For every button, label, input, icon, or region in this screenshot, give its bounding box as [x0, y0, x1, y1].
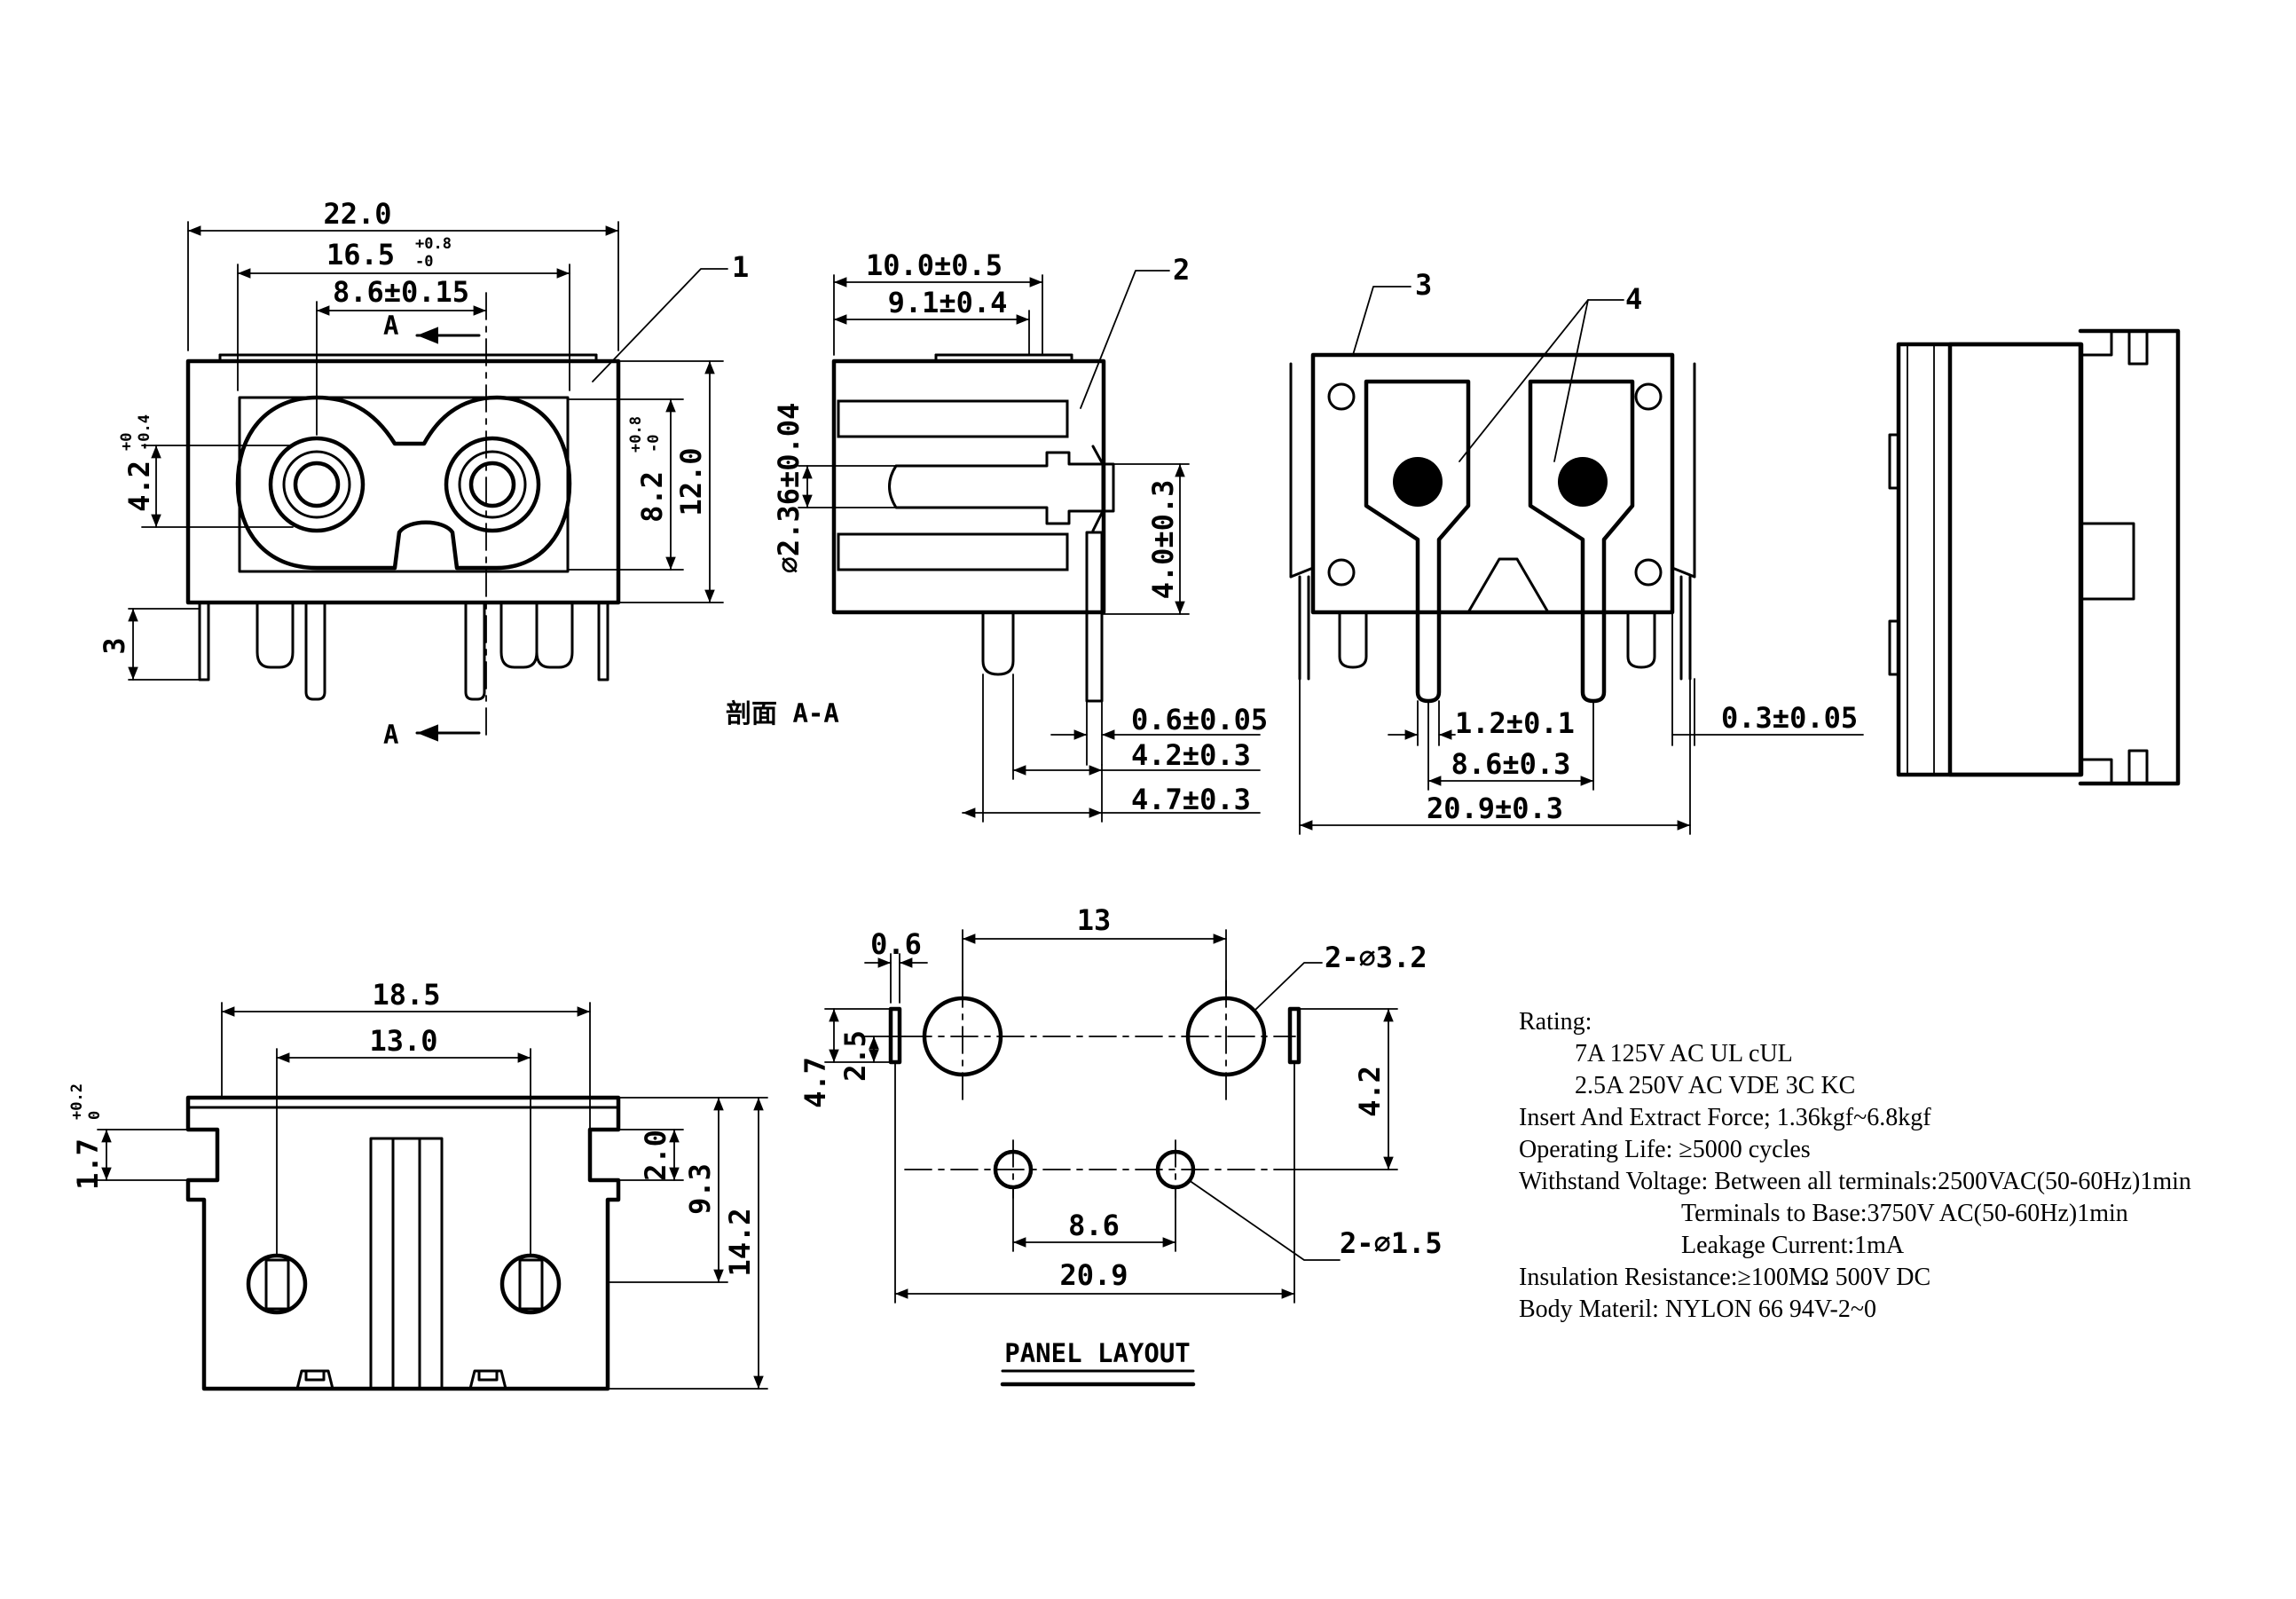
spec-line-9: Body Materil: NYLON 66 94V-2~0: [1519, 1296, 1876, 1323]
spec-line-4: Operating Life: ≥5000 cycles: [1519, 1136, 1811, 1163]
panel-hole-pitch-top: 13: [1077, 903, 1112, 937]
spec-line-3: Insert And Extract Force; 1.36kgf~6.8kgf: [1519, 1104, 1931, 1131]
bottom-inner-width: 13.0: [369, 1024, 437, 1058]
panel-layout-title: PANEL LAYOUT: [1004, 1338, 1191, 1368]
panel-small-holes: 2-∅1.5: [1340, 1226, 1443, 1260]
front-section-marker-top: A: [383, 311, 398, 341]
front-pin-span-tol-minus: -0: [415, 253, 433, 271]
section-pin-diameter: ∅2.36±0.04: [772, 403, 806, 574]
bottom-outer-width: 18.5: [372, 978, 440, 1012]
front-overall-width: 22.0: [323, 197, 391, 231]
side-thickness: 0.3±0.05: [1721, 701, 1858, 735]
spec-line-1: 7A 125V AC UL cUL: [1575, 1040, 1793, 1067]
rear-view: 1.2±0.1 8.6±0.3 20.9±0.3 3 4: [1289, 268, 1696, 835]
rear-overall-width: 20.9±0.3: [1427, 792, 1563, 825]
front-face-height-tol-plus: +0.8: [627, 416, 645, 453]
panel-small-hole-pitch: 8.6: [1068, 1209, 1120, 1242]
section-offset-1: 4.2±0.3: [1131, 738, 1251, 772]
rear-terminal-pitch: 8.6±0.3: [1451, 747, 1571, 781]
rear-terminal-width: 1.2±0.1: [1455, 706, 1575, 740]
section-terminal-height: 4.0±0.3: [1146, 480, 1180, 600]
bottom-view: 18.5 13.0 1.7 +0.2 0 2.0 9.3 14.2: [68, 978, 768, 1391]
bottom-overall-height: 14.2: [723, 1208, 757, 1276]
spec-line-2: 2.5A 250V AC VDE 3C KC: [1575, 1072, 1855, 1099]
section-caption: 剖面 A-A: [726, 698, 839, 729]
bottom-notch: 2.0: [639, 1130, 672, 1181]
spec-line-5: Withstand Voltage: Between all terminals…: [1519, 1168, 2191, 1195]
panel-slot-height: 4.7: [798, 1057, 832, 1108]
spec-line-8: Insulation Resistance:≥100MΩ 500V DC: [1519, 1264, 1930, 1291]
spec-line-0: Rating:: [1519, 1008, 1592, 1036]
spec-line-6: Terminals to Base:3750V AC(50-60Hz)1min: [1681, 1200, 2128, 1227]
section-depth: 10.0±0.5: [866, 248, 1003, 282]
bottom-flange: 1.7: [71, 1138, 105, 1190]
section-offset-2: 4.7±0.3: [1131, 783, 1251, 816]
panel-vertical-spacing: 4.2: [1353, 1066, 1387, 1117]
bottom-flange-tol-plus: +0.2: [68, 1083, 86, 1120]
callout-1: 1: [732, 250, 749, 284]
bottom-mid-height: 9.3: [683, 1163, 717, 1215]
front-face-height: 8.2: [635, 471, 669, 523]
front-face-height-tol-minus: -0: [645, 435, 663, 453]
panel-slot-width: 0.6: [870, 927, 922, 961]
front-contact-pitch: 8.6±0.15: [333, 275, 469, 309]
front-contact-height-tol-minus: -0.4: [136, 414, 153, 451]
front-contact-height-tol-plus: +0: [118, 433, 136, 451]
front-view: 22.0 16.5 +0.8 -0 8.6±0.15 A A 4.2 +0 -0…: [98, 197, 749, 750]
panel-slot-offset: 2.5: [838, 1030, 872, 1082]
front-pin-span: 16.5: [326, 238, 395, 272]
front-pin-span-tol-plus: +0.8: [415, 235, 452, 253]
panel-large-holes: 2-∅3.2: [1325, 941, 1427, 974]
front-pin-length: 3: [98, 637, 131, 654]
section-view: 10.0±0.5 9.1±0.4 ∅2.36±0.04 4.0±0.3 0.6±…: [726, 248, 1268, 823]
callout-2: 2: [1173, 253, 1190, 287]
bottom-flange-tol-minus: 0: [86, 1111, 104, 1120]
front-contact-height: 4.2: [122, 461, 156, 512]
section-thickness: 0.6±0.05: [1131, 703, 1268, 736]
callout-3: 3: [1415, 268, 1432, 302]
spec-line-7: Leakage Current:1mA: [1681, 1232, 1905, 1259]
section-inner-depth: 9.1±0.4: [888, 286, 1008, 319]
front-section-marker-bottom: A: [383, 720, 398, 750]
front-overall-height: 12.0: [674, 447, 708, 516]
specifications: Rating: 7A 125V AC UL cUL 2.5A 250V AC V…: [1519, 1008, 2191, 1323]
panel-layout: 0.6 13 2-∅3.2 4.7 2.5 4.2 8.6 20.9 2-∅1.…: [798, 903, 1443, 1387]
side-view: 0.3±0.05: [1671, 328, 2181, 786]
panel-overall-width: 20.9: [1059, 1258, 1128, 1292]
callout-4: 4: [1625, 282, 1642, 316]
